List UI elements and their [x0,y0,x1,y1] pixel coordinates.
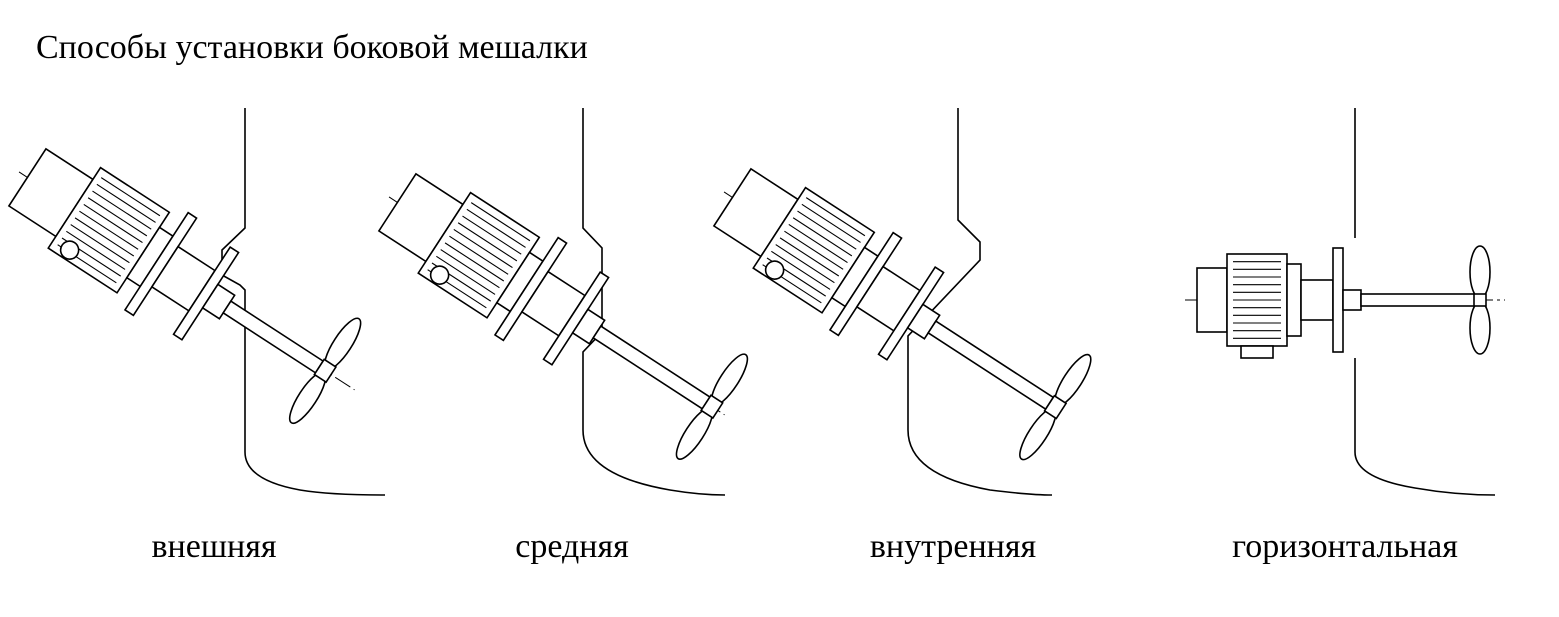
motor-fin-line [466,208,526,248]
motor-fin-line [66,230,126,270]
motor-fin-line [74,217,135,257]
motor-fin-line [470,202,531,242]
motor-fin-line [92,190,152,230]
caption-middle: средняя [515,528,629,565]
motor-fin-line [788,224,848,264]
motor-fin-line [775,244,835,284]
motor-fin-line [96,183,156,223]
motor-fin-line [792,217,853,257]
caption-internal: внутренняя [869,528,1037,565]
motor-fin-line [779,237,840,277]
motor-fin-line [70,224,130,264]
motor-fins-group [57,177,161,284]
motor-fin-line [462,215,522,255]
mounting-external-panel [7,100,420,500]
mounting-internal-drawing [712,108,1092,496]
mounting-external-drawing [7,108,386,496]
caption-external: внешняя [151,528,277,565]
motor-fin-line [457,222,518,262]
mounting-middle-panel [377,100,760,500]
mounting-middle-drawing [377,108,749,496]
motor-fin-line [79,210,139,250]
motor-fins-group [1233,261,1281,339]
motor-fin-line [87,197,148,237]
motor-fin-line [436,255,496,295]
motor-fin-line [449,235,509,275]
motor-fin-line [453,229,513,269]
motor-fin-line [440,249,500,289]
mounting-horizontal-drawing [1185,108,1505,496]
caption-horizontal: горизонтальная [1232,528,1458,565]
motor-fin-line [444,242,505,282]
diagram-title: Способы установки боковой мешалки [36,29,588,66]
mounting-horizontal-panel [1175,100,1555,500]
motor-fins-group [427,202,531,309]
motor-fin-line [83,204,143,244]
motor-fin-line [797,210,857,250]
motor-fin-line [805,197,866,237]
mounting-internal-panel [712,100,1120,500]
motor-fin-line [100,177,161,217]
motor-fin-line [801,203,861,243]
motor-fin-line [771,250,831,290]
motor-fin-line [784,230,844,270]
